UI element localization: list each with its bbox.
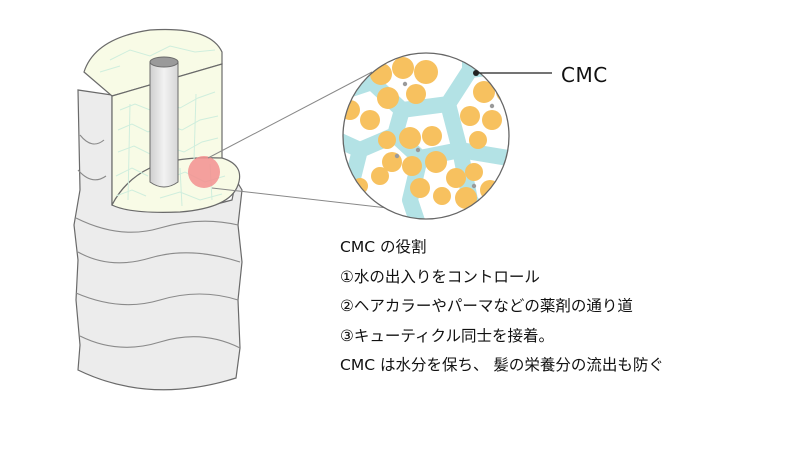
cmc-highlight-region [188,156,220,188]
note-line-3: ③キューティクル同士を接着。 [340,326,555,345]
magnified-view [342,52,510,220]
cmc-leader-dot [473,70,479,76]
medulla [149,61,179,188]
cell-nuclei-dots [394,81,495,189]
note-line-1: ①水の出入りをコントロール [340,267,540,286]
cuticle-scale-lines [75,134,241,349]
note-line-2: ②ヘアカラーやパーマなどの薬剤の通り道 [340,297,633,315]
zoom-connector-bottom [211,187,389,209]
cmc-role-notes: CMC の役割 ①水の出入りをコントロール ②ヘアカラーやパーマなどの薬剤の通り… [340,233,664,381]
cmc-label: CMC [561,63,608,87]
hair-shaft [73,28,243,391]
magnified-view-outline [342,52,510,220]
medulla-top [149,56,179,68]
zoom-connector-top [207,71,373,159]
notes-heading: CMC の役割 [340,238,427,256]
note-line-4: CMC は水分を保ち、 髪の栄養分の流出も防ぐ [340,356,664,374]
